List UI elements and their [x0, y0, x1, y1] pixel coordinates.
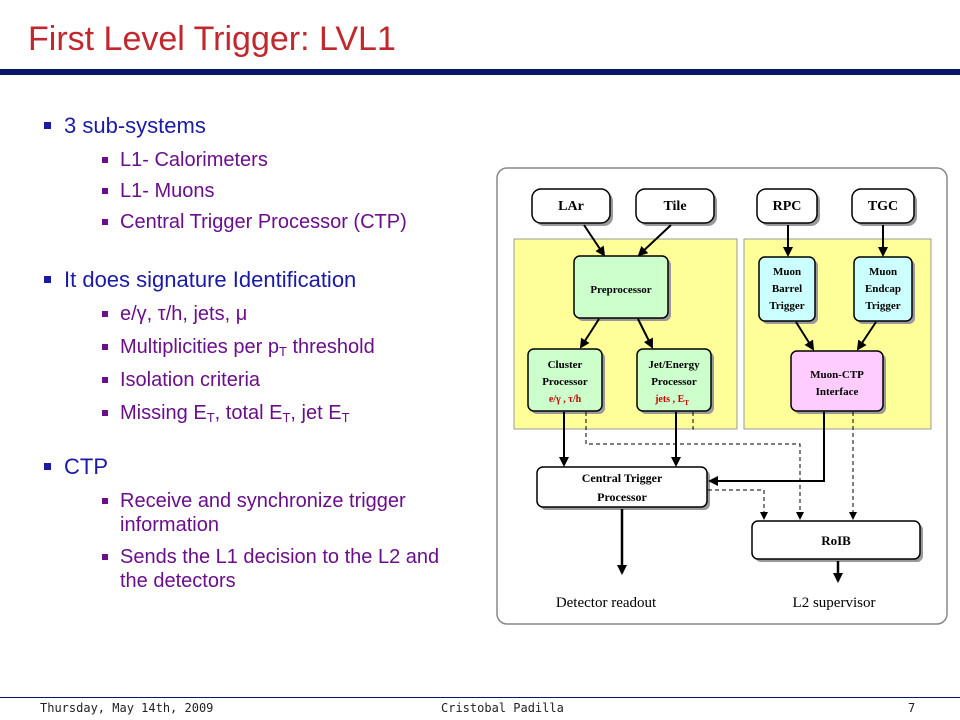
tile-label: Tile [663, 199, 686, 214]
cluster-processor-box [527, 348, 603, 412]
preprocessor-label: Preprocessor [590, 284, 651, 296]
jet-label-1: Jet/Energy [648, 359, 700, 371]
footer-divider [0, 697, 960, 698]
threshold-text: threshold [286, 336, 375, 358]
muon-endcap-label-3: Trigger [865, 300, 900, 312]
bullet-objects: e/γ, τ/h, jets, μ [102, 302, 464, 326]
footer-author: Cristobal Padilla [441, 701, 564, 715]
title-underline-bar [0, 69, 960, 75]
et-subscript-2: T [282, 410, 291, 425]
ctp-label-2: Processor [597, 490, 647, 504]
preprocessor-box [573, 255, 669, 319]
jet-label-3: jets , ET [654, 394, 689, 407]
jet-label-3-sub: T [684, 399, 689, 407]
lar-label: LAr [558, 199, 584, 214]
pt-subscript: T [278, 344, 287, 359]
bullet-missing-et: Missing ET, total ET, jet ET [102, 401, 464, 425]
dashed-cluster-roib [585, 412, 804, 520]
rpc-label: RPC [773, 199, 802, 214]
dashed-jet-roib [692, 412, 696, 430]
muon-barrel-label-2: Barrel [772, 283, 802, 295]
muon-barrel-label-1: Muon [773, 266, 801, 278]
arrow-endcap-muonctp [856, 321, 877, 351]
l2-supervisor-label: L2 supervisor [793, 595, 876, 611]
bullet-receive: Receive and synchronize trigger informat… [102, 489, 450, 537]
et-subscript-3: T [341, 410, 350, 425]
muon-endcap-trigger-box [853, 256, 913, 322]
muon-ctp-interface-box [790, 350, 884, 412]
rpc-box [756, 188, 818, 224]
tgc-label: TGC [868, 199, 898, 214]
ctp-label-1: Central Trigger [582, 471, 663, 485]
footer-date: Thursday, May 14th, 2009 [40, 701, 214, 715]
cluster-label-3: e/γ , τ/h [549, 394, 582, 405]
bullet-calorimeters: L1- Calorimeters [102, 148, 464, 172]
roib-box [751, 520, 921, 560]
slide-title: First Level Trigger: LVL1 [28, 20, 396, 58]
jet-energy-processor-box [636, 348, 712, 412]
bullet-isolation: Isolation criteria [102, 368, 464, 392]
lvl1-block-diagram: LAr Tile RPC TGC Preprocessor Cluster Pr… [496, 167, 948, 625]
bullet-subsystems: 3 sub-systems [44, 112, 464, 140]
bullet-muons: L1- Muons [102, 179, 464, 203]
cluster-label-2: Processor [542, 376, 588, 388]
total-et-text: , total E [214, 402, 283, 424]
muon-ctp-label-2: Interface [816, 386, 859, 398]
cluster-label-1: Cluster [548, 359, 583, 371]
jet-label-2: Processor [651, 376, 697, 388]
detector-readout-label: Detector readout [556, 595, 657, 611]
bullet-ctp: Central Trigger Processor (CTP) [102, 210, 450, 234]
arrow-lar-preprocessor [583, 224, 606, 257]
tgc-box [851, 188, 915, 224]
et-subscript-1: T [206, 410, 215, 425]
tile-box [635, 188, 715, 224]
bullet-multiplicities: Multiplicities per pT threshold [102, 335, 464, 359]
muon-ctp-label-1: Muon-CTP [810, 369, 864, 381]
multiplicities-text: Multiplicities per p [120, 336, 279, 358]
muon-endcap-label-1: Muon [869, 266, 897, 278]
muon-endcap-label-2: Endcap [865, 283, 901, 295]
bullet-signature: It does signature Identification [44, 266, 464, 294]
muon-barrel-trigger-box [758, 256, 816, 322]
central-trigger-processor-box [536, 466, 708, 508]
jet-label-3-main: jets , E [654, 394, 684, 405]
jet-et-text: , jet E [290, 402, 342, 424]
dashed-ctp-roib [708, 489, 768, 520]
roib-label: RoIB [821, 533, 851, 548]
arrow-preprocessor-jet [637, 318, 653, 349]
bullet-ctp-section: CTP [44, 453, 464, 481]
bullet-list: 3 sub-systems L1- Calorimeters L1- Muons… [44, 112, 464, 593]
muon-barrel-label-3: Trigger [769, 300, 804, 312]
arrow-muonctp-ctp [708, 412, 825, 486]
footer-page-number: 7 [908, 701, 916, 715]
missing-et-text: Missing E [120, 402, 207, 424]
arrow-barrel-muonctp [795, 321, 815, 351]
arrow-preprocessor-cluster [579, 318, 600, 349]
bullet-sends: Sends the L1 decision to the L2 and the … [102, 545, 450, 593]
lar-box [531, 188, 611, 224]
arrow-tile-preprocessor [637, 224, 672, 257]
